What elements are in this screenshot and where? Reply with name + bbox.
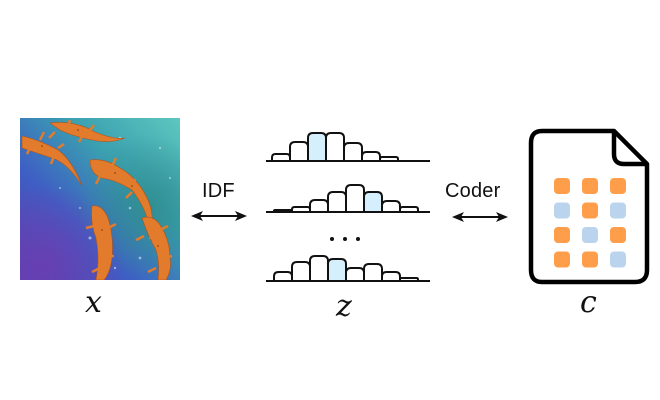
histogram-bar bbox=[363, 263, 383, 282]
histogram-bar bbox=[361, 151, 381, 162]
code-cell-blue bbox=[554, 202, 570, 219]
histogram-bar bbox=[309, 255, 329, 282]
ellipsis bbox=[327, 226, 363, 250]
code-cell-orange bbox=[610, 227, 626, 243]
histogram-bar bbox=[309, 199, 329, 213]
code-cell-blue bbox=[610, 251, 626, 268]
latent-histogram-1 bbox=[262, 125, 434, 165]
histogram-bar bbox=[289, 141, 309, 162]
histogram-bar bbox=[399, 206, 419, 213]
output-label-c: c bbox=[580, 285, 597, 320]
histogram-bar bbox=[381, 200, 401, 213]
idf-label: IDF bbox=[202, 180, 235, 202]
latent-histogram-3 bbox=[262, 245, 434, 285]
histogram-bar bbox=[307, 132, 327, 162]
histogram-bar bbox=[381, 271, 401, 282]
coder-label: Coder bbox=[445, 180, 501, 202]
code-cell-orange bbox=[582, 251, 598, 268]
document-file-icon bbox=[528, 128, 650, 286]
histogram-bar bbox=[363, 191, 383, 213]
histogram-bar bbox=[345, 267, 365, 282]
input-painting-image bbox=[20, 118, 180, 280]
idf-double-arrow-icon bbox=[191, 209, 247, 223]
code-cell-orange bbox=[610, 178, 626, 194]
code-cell-orange bbox=[582, 202, 598, 219]
code-cell-blue bbox=[610, 202, 626, 219]
code-cell-blue bbox=[582, 227, 598, 243]
coder-double-arrow-icon bbox=[452, 210, 508, 224]
code-cell-orange bbox=[554, 178, 570, 194]
histogram-bar bbox=[291, 261, 311, 282]
code-cell-orange bbox=[582, 178, 598, 194]
code-cell-orange bbox=[554, 227, 570, 243]
histogram-bar bbox=[343, 142, 363, 162]
histogram-bar bbox=[327, 258, 347, 282]
histogram-bar bbox=[345, 184, 365, 213]
latent-label-z: z bbox=[336, 289, 352, 324]
latent-histogram-2 bbox=[262, 176, 434, 216]
histogram-bar bbox=[327, 191, 347, 213]
code-cell-orange bbox=[554, 251, 570, 268]
histogram-bar bbox=[273, 271, 293, 282]
histogram-bar bbox=[271, 153, 291, 162]
input-label-x: x bbox=[85, 285, 102, 320]
histogram-bar bbox=[325, 132, 345, 162]
